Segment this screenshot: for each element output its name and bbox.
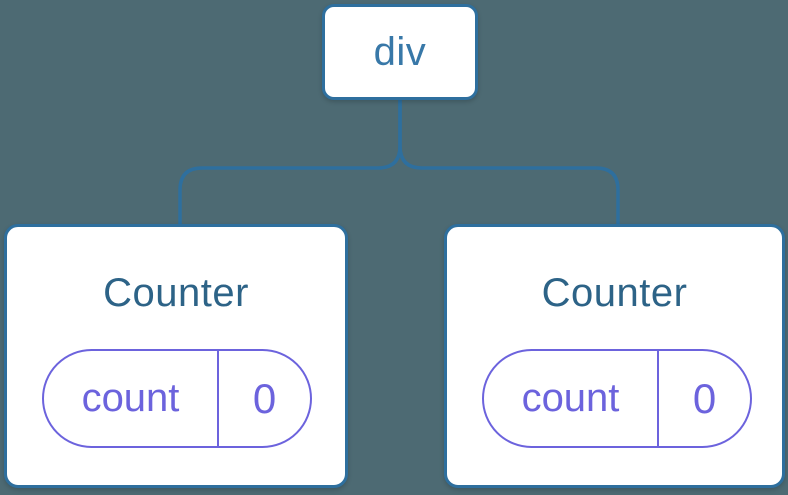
- state-pill: count 0: [42, 349, 312, 448]
- component-name-label: Counter: [541, 271, 688, 315]
- component-name-label: Counter: [103, 271, 249, 315]
- state-pill: count 0: [482, 349, 752, 448]
- state-value: 0: [217, 351, 310, 446]
- state-key: count: [521, 376, 620, 420]
- counter-component-node-left: Counter count 0: [4, 224, 348, 488]
- root-element-label: div: [373, 29, 427, 74]
- counter-component-node-right: Counter count 0: [444, 224, 785, 488]
- state-key: count: [81, 376, 180, 420]
- state-value: 0: [657, 351, 750, 446]
- connector-root-to-right-child: [398, 97, 620, 226]
- connector-root-to-left-child: [178, 97, 402, 226]
- root-element-node: div: [322, 4, 478, 100]
